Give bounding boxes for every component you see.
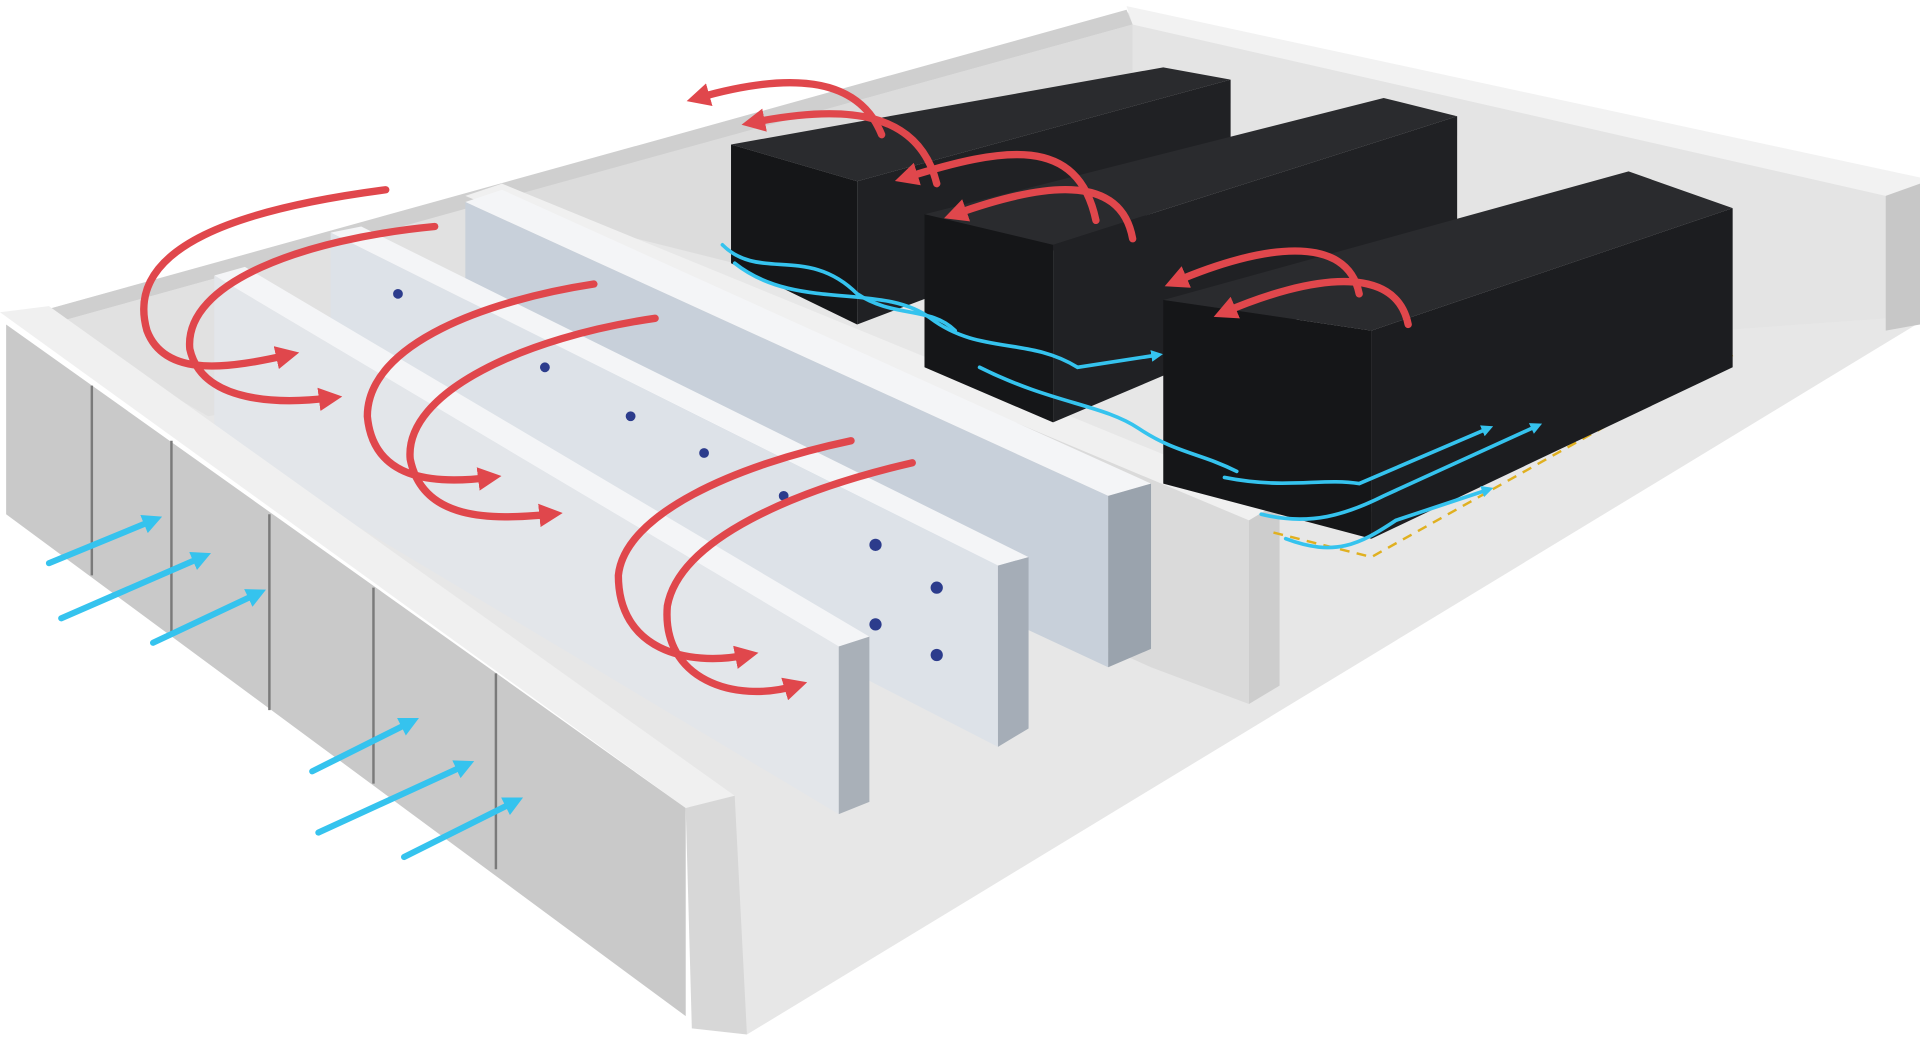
server-rack-row-3 [1163,171,1733,539]
cold-air-arrow [315,760,475,836]
hot-air-arrow [186,222,439,412]
hot-air-arrow [1164,247,1363,298]
left-wall-end [685,795,747,1035]
cold-air-arrow [1222,425,1494,486]
hot-air-arrow [406,314,659,528]
cold-air-arrow [150,589,267,646]
cold-air-arrow [977,365,1239,474]
fan-units [393,288,943,662]
hot-air-arrow [741,108,941,188]
hot-air-arrow [944,186,1137,243]
hot-air-arrow [140,186,390,370]
server-rack-row-2 [924,97,1458,423]
left-wall-louvre-face [6,324,686,1017]
hot-air-arrow [1213,277,1412,329]
hot-air-arrow [363,280,598,491]
hot-air-arrows [140,78,1412,701]
hot-air-arrow [614,437,855,669]
cold-air-arrow [732,261,1163,370]
cold-air-arrow [45,515,163,567]
right-wall-end [1885,183,1920,331]
cold-air-arrow [309,717,419,775]
divider-wall-face [1248,501,1280,704]
right-wall-top [1126,6,1920,196]
hot-air-arrow [663,459,916,701]
left-wall-top [0,306,735,809]
cold-air-arrow [58,551,212,622]
cold-air-arrow [401,797,524,861]
cold-air-arrow [1259,423,1543,521]
cold-air-arrow [1283,486,1494,550]
cold-air-arrows [45,243,1543,861]
